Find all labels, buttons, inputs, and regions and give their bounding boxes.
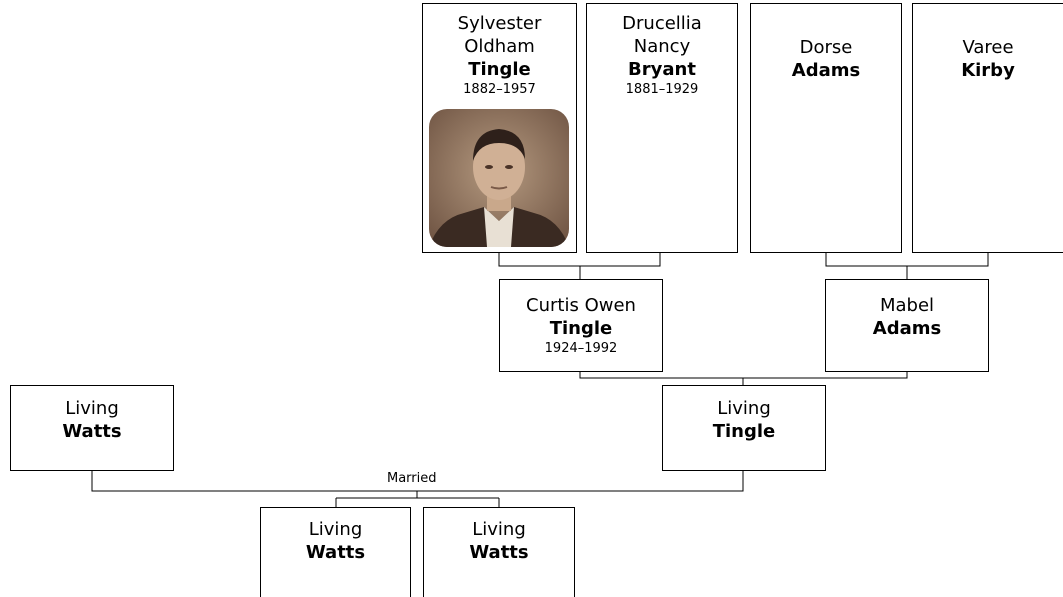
person-card-dorse-adams[interactable]: Dorse Adams (750, 3, 902, 253)
surname: Watts (469, 542, 529, 563)
married-label: Married (385, 471, 439, 487)
person-card-child-2[interactable]: Living Watts (423, 507, 575, 597)
given-name: Curtis Owen (526, 295, 636, 316)
surname: Tingle (468, 59, 531, 80)
surname: Bryant (628, 59, 696, 80)
surname: Adams (872, 318, 942, 339)
person-card-mabel-adams[interactable]: Mabel Adams (825, 279, 989, 372)
given-name: Drucellia Nancy (622, 13, 702, 57)
life-dates: 1882–1957 (463, 82, 536, 97)
given-name: Sylvester Oldham (457, 13, 542, 57)
portrait-photo (429, 109, 569, 247)
person-card-curtis-tingle[interactable]: Curtis Owen Tingle 1924–1992 (499, 279, 663, 372)
person-card-living-tingle[interactable]: Living Tingle (662, 385, 826, 471)
surname: Watts (62, 421, 122, 442)
given-name: Dorse (799, 37, 853, 58)
given-name: Living (472, 519, 526, 540)
surname: Tingle (712, 421, 776, 442)
life-dates: 1924–1992 (544, 341, 618, 356)
life-dates: 1881–1929 (625, 82, 699, 97)
given-name: Living (308, 519, 363, 540)
given-name: Living (717, 398, 771, 419)
given-name: Mabel (879, 295, 935, 316)
surname: Kirby (961, 60, 1015, 81)
surname: Tingle (549, 318, 613, 339)
person-card-child-1[interactable]: Living Watts (260, 507, 411, 597)
person-card-varee-kirby[interactable]: Varee Kirby (912, 3, 1063, 253)
person-card-sylvester-tingle[interactable]: Sylvester Oldham Tingle 1882–1957 (422, 3, 577, 253)
surname: Watts (305, 542, 366, 563)
surname: Adams (791, 60, 861, 81)
person-card-living-watts[interactable]: Living Watts (10, 385, 174, 471)
person-card-drucellia-bryant[interactable]: Drucellia Nancy Bryant 1881–1929 (586, 3, 738, 253)
given-name: Living (65, 398, 119, 419)
given-name: Varee (962, 37, 1014, 58)
